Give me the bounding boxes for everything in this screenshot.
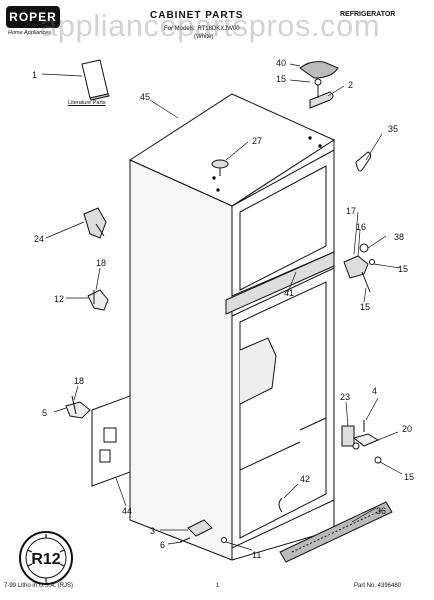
r12-seal: R12 (19, 531, 73, 585)
callout-15: 15 (398, 264, 408, 274)
callout-35: 35 (388, 124, 398, 134)
callout-2: 2 (348, 80, 353, 90)
footer-part-number: Part No. 4396480 (354, 583, 402, 589)
callout-24: 24 (34, 234, 44, 244)
footer-litho: 7-99 Litho in U.S.A. (RJS) (4, 583, 74, 589)
callout-27: 27 (252, 136, 262, 146)
lower-hinge-plate (341, 425, 355, 447)
watermark: appliancepartspros.com (40, 8, 381, 43)
callout-5: 5 (42, 408, 47, 418)
callout-15: 15 (404, 472, 414, 482)
callout-44: 44 (122, 506, 132, 516)
callout-1: 1 (32, 70, 37, 80)
callout-labels: 1452740152352417163815184112151854232015… (32, 58, 414, 560)
color-line: (White) (194, 34, 214, 40)
brand-logo: ROPER (6, 6, 60, 28)
footer-page: 1 (216, 583, 220, 589)
callout-18: 18 (96, 258, 106, 268)
bottom-hinge (187, 519, 213, 537)
callout-20: 20 (402, 424, 412, 434)
callout-15: 15 (276, 74, 286, 84)
top-hinge (309, 91, 334, 109)
callout-45: 45 (140, 92, 150, 102)
page-title: CABINET PARTS (150, 10, 244, 21)
clip-42 (278, 497, 283, 513)
callout-12: 12 (54, 294, 64, 304)
center-hinge (343, 255, 369, 279)
callout-36: 36 (376, 506, 386, 516)
callout-16: 16 (356, 222, 366, 232)
hinge-cover (299, 61, 339, 79)
brand-tagline: Home Appliances (8, 30, 51, 36)
callout-41: 41 (284, 288, 294, 298)
callout-40: 40 (276, 58, 286, 68)
callout-4: 4 (372, 386, 377, 396)
models-line: For Models: RT18DKXJW00 (164, 26, 240, 32)
bracket-5 (65, 401, 91, 419)
callout-17: 17 (346, 206, 356, 216)
literature-label: Literature Parts (68, 100, 106, 106)
bracket-12 (87, 289, 109, 311)
callout-3: 3 (150, 526, 155, 536)
callout-38: 38 (394, 232, 404, 242)
refrigerator-cabinet (128, 93, 336, 561)
callout-23: 23 (340, 392, 350, 402)
product-type: REFRIGERATOR (340, 11, 396, 18)
literature-booklet (81, 59, 110, 101)
callout-42: 42 (300, 474, 310, 484)
callout-15: 15 (360, 302, 370, 312)
callout-6: 6 (160, 540, 165, 550)
callout-18: 18 (74, 376, 84, 386)
clip-35 (355, 151, 372, 172)
svg-text:R12: R12 (31, 551, 60, 568)
callout-11: 11 (252, 550, 261, 560)
